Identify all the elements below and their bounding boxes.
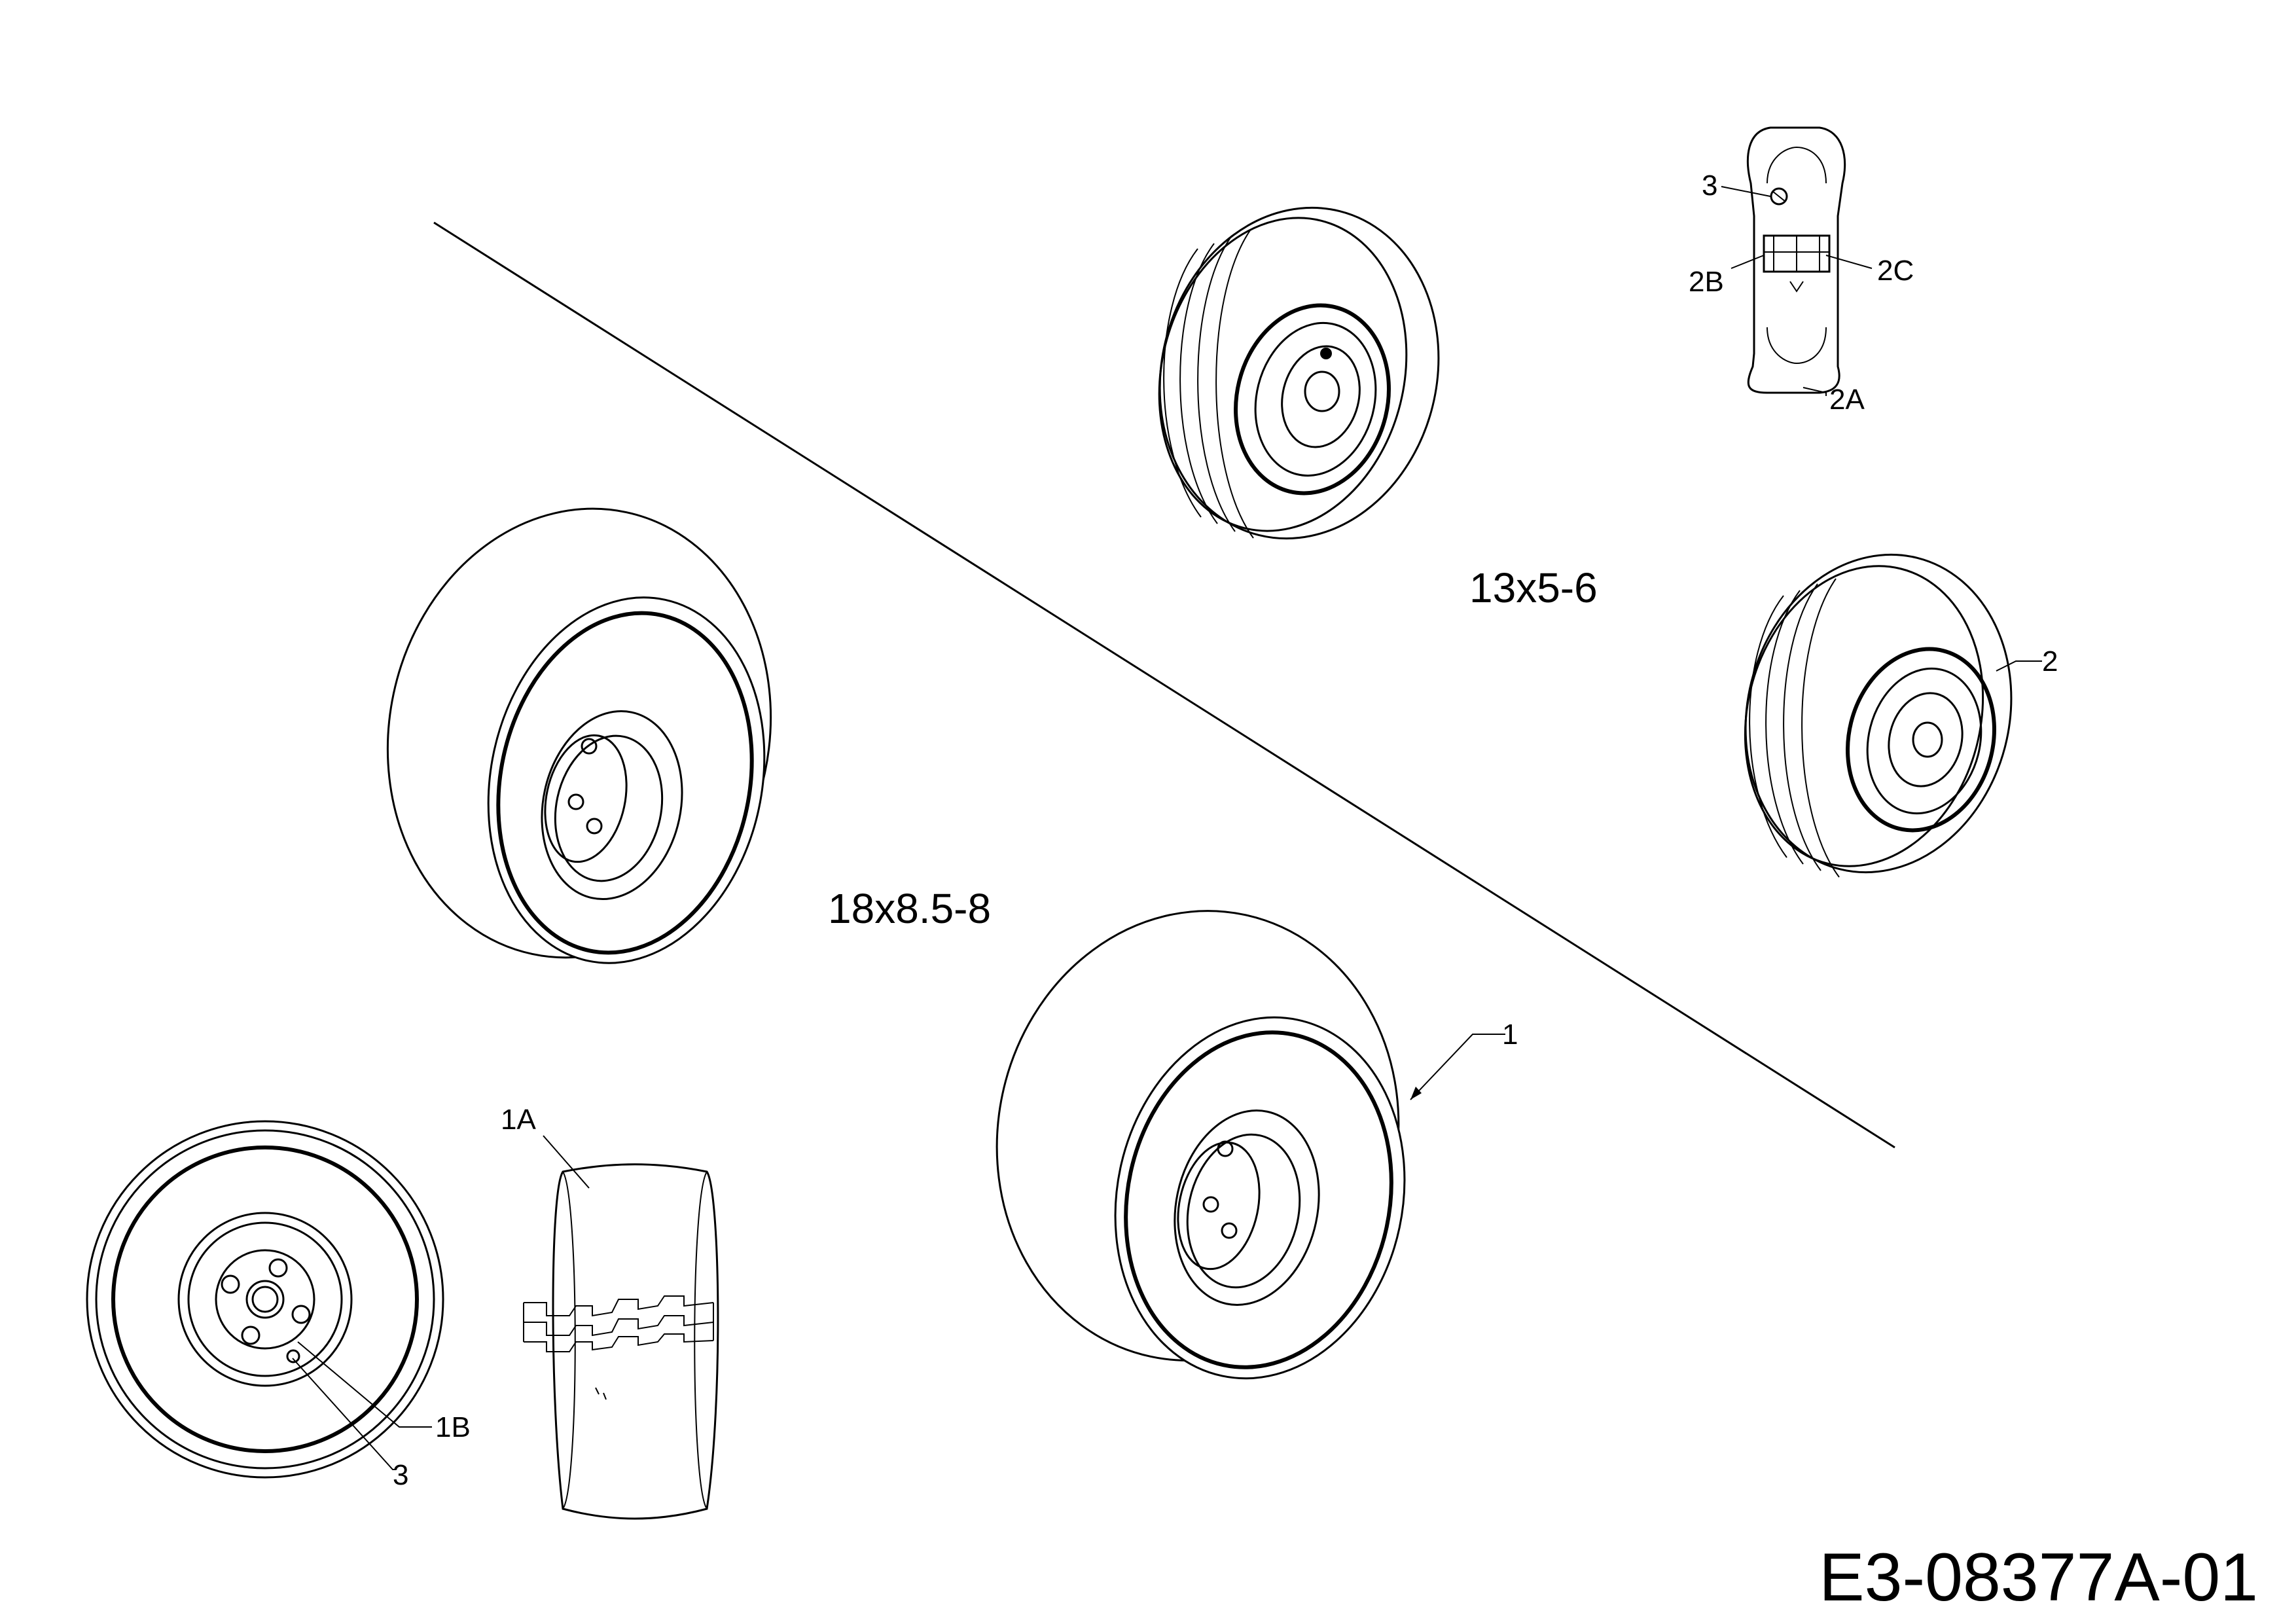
small-wheel-right[interactable] (1713, 526, 2045, 901)
leader-1B (297, 1341, 432, 1428)
leader-1-arrowhead (1410, 1087, 1422, 1100)
callout-3-section: 3 (1702, 170, 1717, 202)
callout-2: 2 (2042, 645, 2058, 677)
large-wheel-upper[interactable] (347, 473, 812, 994)
small-wheel-cross-section[interactable] (1746, 126, 1846, 394)
tire-size-large-label: 18x8.5-8 (828, 885, 991, 932)
tire-size-small-label: 13x5-6 (1469, 564, 1598, 611)
callout-2B: 2B (1689, 266, 1724, 298)
callout-1B: 1B (435, 1411, 471, 1443)
leader-2B (1731, 255, 1765, 269)
callout-1A: 1A (501, 1104, 536, 1136)
leader-1 (1410, 1034, 1505, 1100)
leader-1A (543, 1135, 590, 1189)
leader-2 (1996, 660, 2042, 672)
drawing-code: E3-08377A-01 (1819, 1540, 2258, 1615)
callout-3-front: 3 (393, 1459, 408, 1491)
leader-3-front (292, 1358, 396, 1470)
divider-line (433, 221, 1895, 1149)
large-wheel-front-view[interactable] (86, 1120, 444, 1479)
large-wheel-lower[interactable] (956, 873, 1440, 1405)
callout-2A: 2A (1829, 384, 1865, 416)
small-wheel-upper[interactable] (1126, 178, 1473, 568)
leader-2A (1803, 387, 1827, 396)
callout-2C: 2C (1877, 255, 1914, 287)
callout-1: 1 (1502, 1019, 1518, 1051)
leader-2C (1825, 255, 1873, 269)
large-tire-tread-view[interactable] (523, 1163, 719, 1520)
leader-3-section (1721, 186, 1771, 197)
